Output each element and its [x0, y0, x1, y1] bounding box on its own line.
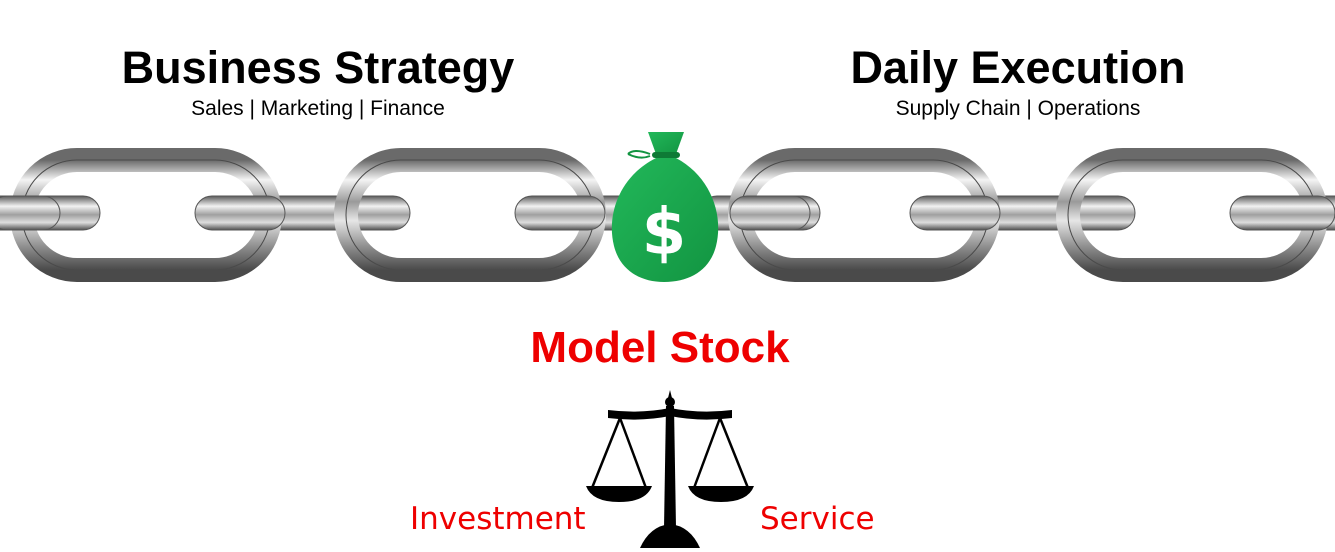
service-label: Service	[760, 501, 875, 537]
business-strategy-subtitle: Sales | Marketing | Finance	[191, 97, 445, 120]
balance-scale-icon	[586, 390, 754, 548]
business-strategy-title: Business Strategy	[121, 42, 515, 93]
investment-label: Investment	[410, 501, 586, 537]
model-stock-title: Model Stock	[530, 323, 790, 372]
chain-overlaps	[0, 195, 1335, 231]
business-strategy-heading: Business Strategy Sales | Marketing | Fi…	[118, 42, 518, 122]
daily-execution-heading: Daily Execution Supply Chain | Operation…	[848, 42, 1188, 122]
chain-illustration: $	[0, 132, 1335, 282]
money-bag-icon: $	[611, 132, 719, 282]
daily-execution-subtitle: Supply Chain | Operations	[895, 97, 1141, 120]
money-bag-symbol: $	[642, 196, 687, 270]
daily-execution-title: Daily Execution	[850, 42, 1186, 93]
